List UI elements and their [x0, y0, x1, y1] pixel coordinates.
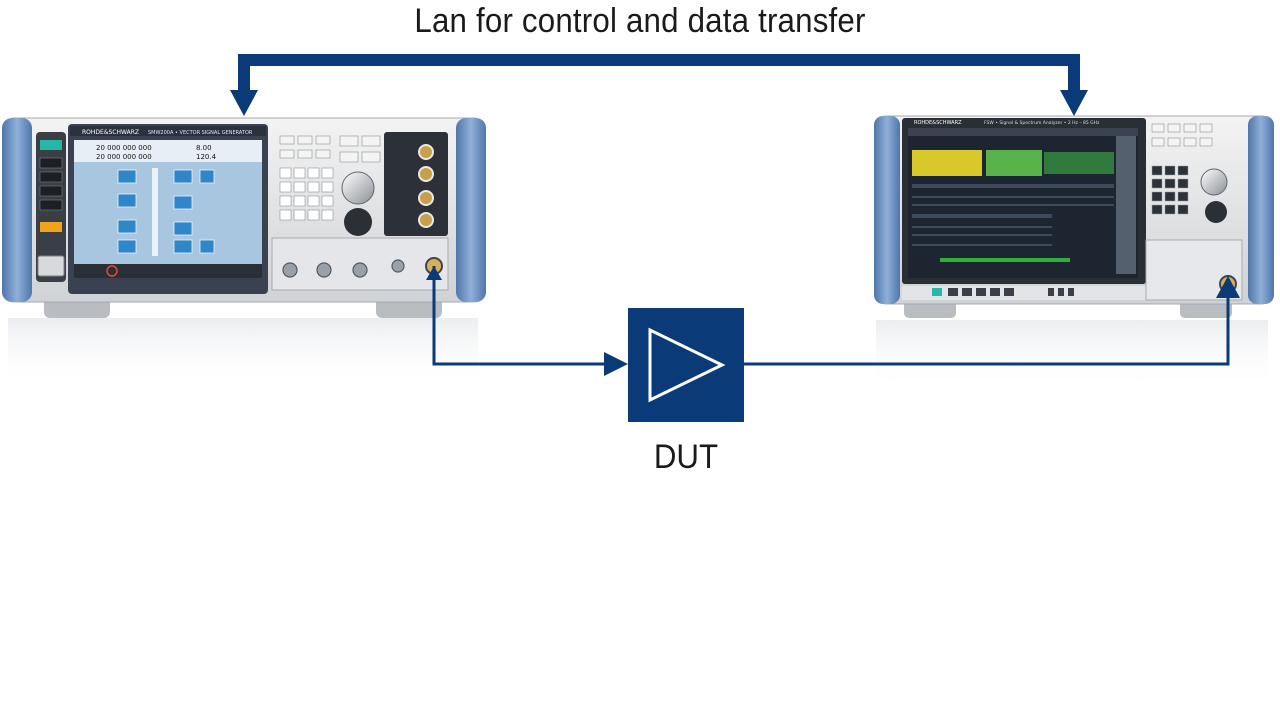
sa-side-softkeys	[1116, 136, 1136, 274]
rf-arrowhead-into-dut	[604, 352, 628, 376]
sg-rf-connectors	[418, 144, 434, 228]
sa-trace-green	[986, 150, 1042, 176]
lan-arrowhead-left	[230, 90, 258, 116]
sa-lower-keys	[932, 288, 1074, 296]
sg-level-a: 8.00	[196, 144, 212, 152]
sg-taskbar-icon	[106, 265, 118, 277]
sg-reflection	[8, 318, 478, 388]
sa-trace-green-dark	[1044, 152, 1114, 174]
sg-freq-b: 20 000 000 000	[96, 153, 152, 161]
sg-screen-bus	[152, 168, 158, 256]
lan-link-line	[238, 54, 1080, 92]
sg-power-button	[40, 140, 62, 150]
dut-label: DUT	[653, 438, 719, 476]
sg-screen	[74, 140, 262, 278]
sg-bnc-connectors	[282, 259, 405, 278]
sa-soft-keys	[1151, 123, 1213, 147]
rf-arrowhead-up-generator	[426, 266, 442, 280]
sg-left-keys	[39, 157, 63, 211]
sa-number-keys	[1151, 165, 1189, 215]
lan-arrowhead-right	[1060, 90, 1088, 116]
sa-rotary-knob	[1200, 168, 1228, 196]
sg-model-text: SMW200A • VECTOR SIGNAL GENERATOR	[148, 130, 253, 136]
sg-bezel-right	[456, 118, 486, 302]
sg-bezel-left	[2, 118, 32, 302]
sg-brand-text: ROHDE&SCHWARZ	[82, 129, 139, 136]
sa-brand-text: ROHDE&SCHWARZ	[914, 120, 962, 126]
sg-preset-key	[40, 222, 62, 232]
sg-level-b: 120.4	[196, 153, 217, 161]
spectrum-analyzer: ROHDE&SCHWARZ FSW • Signal & Spectrum An…	[874, 115, 1274, 390]
sa-screen-tables	[912, 184, 1114, 246]
sg-freq-a: 20 000 000 000	[96, 144, 152, 152]
sa-toolbar	[908, 128, 1138, 136]
sg-number-keys	[279, 167, 334, 221]
sg-usb-block	[37, 255, 65, 277]
sa-model-text: FSW • Signal & Spectrum Analyzer • 2 Hz …	[984, 120, 1100, 126]
sa-green-bar	[940, 258, 1070, 262]
sa-trace-yellow	[912, 150, 982, 176]
sa-reflection	[876, 320, 1268, 390]
amplifier-triangle-icon	[648, 327, 726, 403]
sg-status-bar	[74, 140, 262, 162]
sg-nav-pad	[344, 208, 372, 236]
sg-screen-blocks	[117, 169, 215, 254]
sa-nav-pad	[1205, 201, 1227, 223]
lan-link-label: Lan for control and data transfer	[414, 2, 866, 40]
sa-bezel-right	[1248, 116, 1274, 304]
sg-soft-keys	[279, 135, 381, 163]
sg-rf-panel	[384, 132, 448, 236]
sg-rotary-knob	[341, 171, 375, 205]
dut-box	[628, 308, 744, 422]
sg-brand-bar	[70, 126, 266, 136]
rf-arrowhead-into-analyzer	[1216, 276, 1240, 298]
sa-bezel-left	[874, 116, 900, 304]
signal-generator: ROHDE&SCHWARZ SMW200A • VECTOR SIGNAL GE…	[2, 117, 486, 388]
sg-taskbar	[74, 264, 262, 278]
rf-link-generator-to-dut	[432, 266, 606, 366]
rf-link-dut-to-analyzer	[744, 296, 1230, 366]
